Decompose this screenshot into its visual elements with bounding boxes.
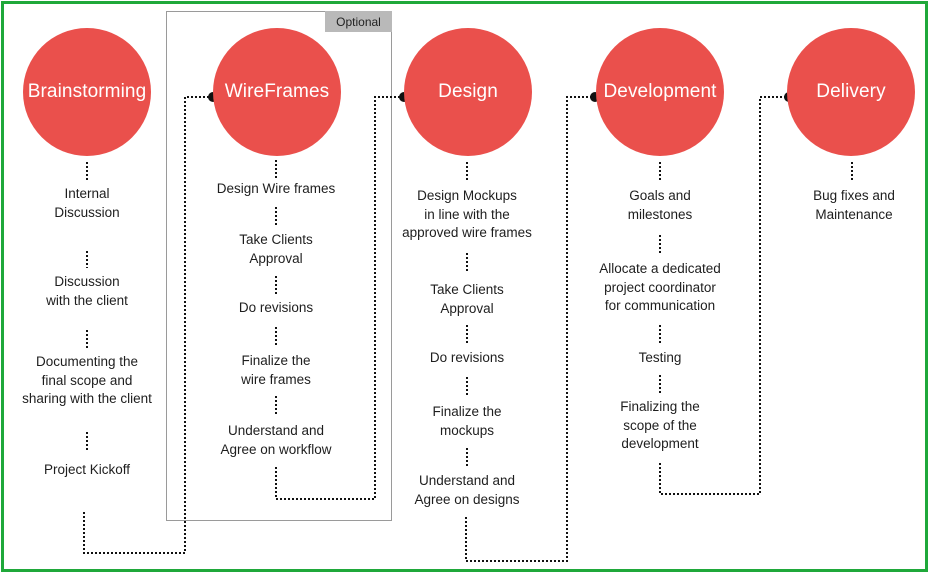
step-project-kickoff: Project Kickoff xyxy=(43,462,131,477)
step-take-clients-approval: Take Clients Approval xyxy=(239,232,313,266)
stage-circle-wireframes: WireFrames xyxy=(213,28,341,156)
optional-tag: Optional xyxy=(325,11,392,32)
stage-circle-design: Design xyxy=(404,28,532,156)
step-finalizing-scope: Finalizing the scope of the development xyxy=(620,399,700,451)
step-goals-and-milestones: Goals and milestones xyxy=(627,188,693,222)
flow-wireframes-to-design xyxy=(275,96,404,500)
flow-brainstorm-to-wireframes xyxy=(83,96,213,554)
step-take-clients-approval-design: Take Clients Approval xyxy=(430,282,504,316)
stage-circle-brainstorming: Brainstorming xyxy=(23,28,151,156)
step-design-mockups: Design Mockups in line with the approved… xyxy=(402,188,532,240)
flow-development-to-delivery xyxy=(659,96,789,495)
stage-circle-delivery: Delivery xyxy=(787,28,915,156)
step-do-revisions: Do revisions xyxy=(238,300,314,315)
step-bug-fixes-maintenance: Bug fixes and Maintenance xyxy=(813,188,895,222)
flow-design-to-development xyxy=(465,96,595,562)
step-documenting-scope: Documenting the final scope and sharing … xyxy=(22,354,152,406)
step-design-wire-frames: Design Wire frames xyxy=(216,181,336,196)
optional-wireframes-box xyxy=(166,11,392,521)
step-finalize-mockups: Finalize the mockups xyxy=(432,404,502,438)
step-testing: Testing xyxy=(638,350,682,365)
step-discussion-with-client: Discussion with the client xyxy=(46,274,128,308)
stage-circle-development: Development xyxy=(596,28,724,156)
step-finalize-wire-frames: Finalize the wire frames xyxy=(241,353,311,387)
step-allocate-coordinator: Allocate a dedicated project coordinator… xyxy=(599,261,721,313)
step-agree-on-workflow: Understand and Agree on workflow xyxy=(220,423,332,457)
step-internal-discussion: Internal Discussion xyxy=(54,186,120,220)
step-agree-on-designs: Understand and Agree on designs xyxy=(414,473,520,507)
step-do-revisions-design: Do revisions xyxy=(429,350,505,365)
